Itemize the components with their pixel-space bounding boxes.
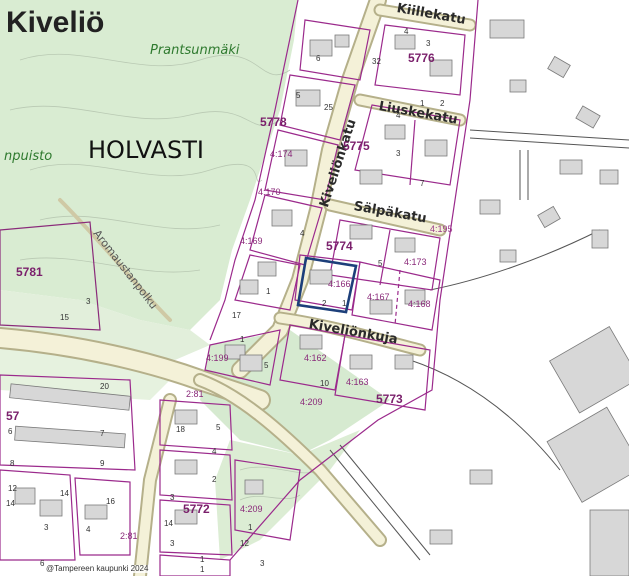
plot-label: 4:174: [270, 149, 293, 159]
house-number: 6: [8, 427, 13, 436]
house-number: 3: [260, 559, 265, 568]
house-number: 20: [100, 382, 109, 391]
house-number: 2: [322, 299, 327, 308]
block-label: 5773: [376, 392, 403, 406]
house-number: 1: [248, 523, 253, 532]
house-number: 14: [164, 519, 173, 528]
house-number: 3: [396, 149, 401, 158]
house-number: 5: [296, 91, 301, 100]
area-title: Kiveliö: [6, 6, 105, 39]
house-number: 3: [170, 493, 175, 502]
house-number: 14: [6, 499, 15, 508]
block-label: 5774: [326, 239, 353, 253]
buildings: [9, 19, 629, 576]
house-number: 12: [8, 484, 17, 493]
house-number: 7: [420, 179, 425, 188]
park-label-npuisto: npuisto: [4, 149, 53, 164]
house-number: 1: [240, 335, 245, 344]
district-label: HOLVASTI: [88, 136, 204, 164]
house-number: 5: [264, 361, 269, 370]
block-label: 5776: [408, 51, 435, 65]
plot-label: 4:169: [240, 236, 263, 246]
copyright-notice: @Tampereen kaupunki 2024: [44, 564, 151, 573]
house-number: 10: [320, 379, 329, 388]
house-number: 7: [100, 429, 105, 438]
house-number: 4: [212, 447, 217, 456]
plot-label: 4:167: [367, 292, 390, 302]
block-label: 5772: [183, 502, 210, 516]
house-number: 1: [342, 299, 347, 308]
house-number: 4: [86, 525, 91, 534]
plot-label: 4:162: [304, 353, 327, 363]
house-number: 3: [44, 523, 49, 532]
house-number: 2: [440, 99, 445, 108]
block-label: 5778: [260, 115, 287, 129]
house-number: 1: [200, 565, 205, 574]
plot-label: 4:199: [206, 353, 229, 363]
plot-label: 4:195: [430, 224, 453, 234]
block-label: 57: [6, 409, 20, 423]
house-number: 3: [426, 39, 431, 48]
house-number: 5: [378, 259, 383, 268]
house-number: 5: [216, 423, 221, 432]
house-number: 1: [420, 99, 425, 108]
house-number: 3: [170, 539, 175, 548]
park-light-area: [0, 340, 170, 400]
house-number: 32: [372, 57, 381, 66]
house-number: 8: [10, 459, 15, 468]
plot-label: 4:173: [404, 257, 427, 267]
plot-label: 2:81: [186, 389, 204, 399]
house-number: 3: [86, 297, 91, 306]
house-number: 25: [324, 103, 333, 112]
house-number: 1: [266, 287, 271, 296]
plot-label: 4:168: [408, 299, 431, 309]
selected-plot-outline[interactable]: [296, 256, 358, 314]
house-number: 14: [60, 489, 69, 498]
house-number: 17: [232, 311, 241, 320]
house-number: 2: [212, 475, 217, 484]
block-label: 5781: [16, 265, 43, 279]
plot-label: 4:170: [258, 187, 281, 197]
house-number: 1: [200, 555, 205, 564]
plot-label: 4:209: [240, 504, 263, 514]
house-number: 4: [300, 229, 305, 238]
forest-area: [0, 0, 298, 330]
plot-label-selected[interactable]: 4:166: [328, 279, 351, 289]
house-number: 16: [106, 497, 115, 506]
house-number: 6: [40, 559, 45, 568]
house-number: 9: [100, 459, 105, 468]
house-number: 4: [404, 27, 409, 36]
house-number: 4: [396, 111, 401, 120]
house-number: 6: [316, 54, 321, 63]
plot-label: 4:163: [346, 377, 369, 387]
plot-boundaries: [0, 0, 479, 576]
plot-label: 4:209: [300, 397, 323, 407]
house-number: 18: [176, 425, 185, 434]
block-label: 5775: [343, 139, 370, 153]
east-streets: [329, 129, 629, 561]
house-number: 12: [240, 539, 249, 548]
plot-label: 2:81: [120, 531, 138, 541]
park-label-prantsunmaki: Prantsunmäki: [150, 43, 240, 58]
house-number: 15: [60, 313, 69, 322]
park-strip: [0, 290, 210, 360]
